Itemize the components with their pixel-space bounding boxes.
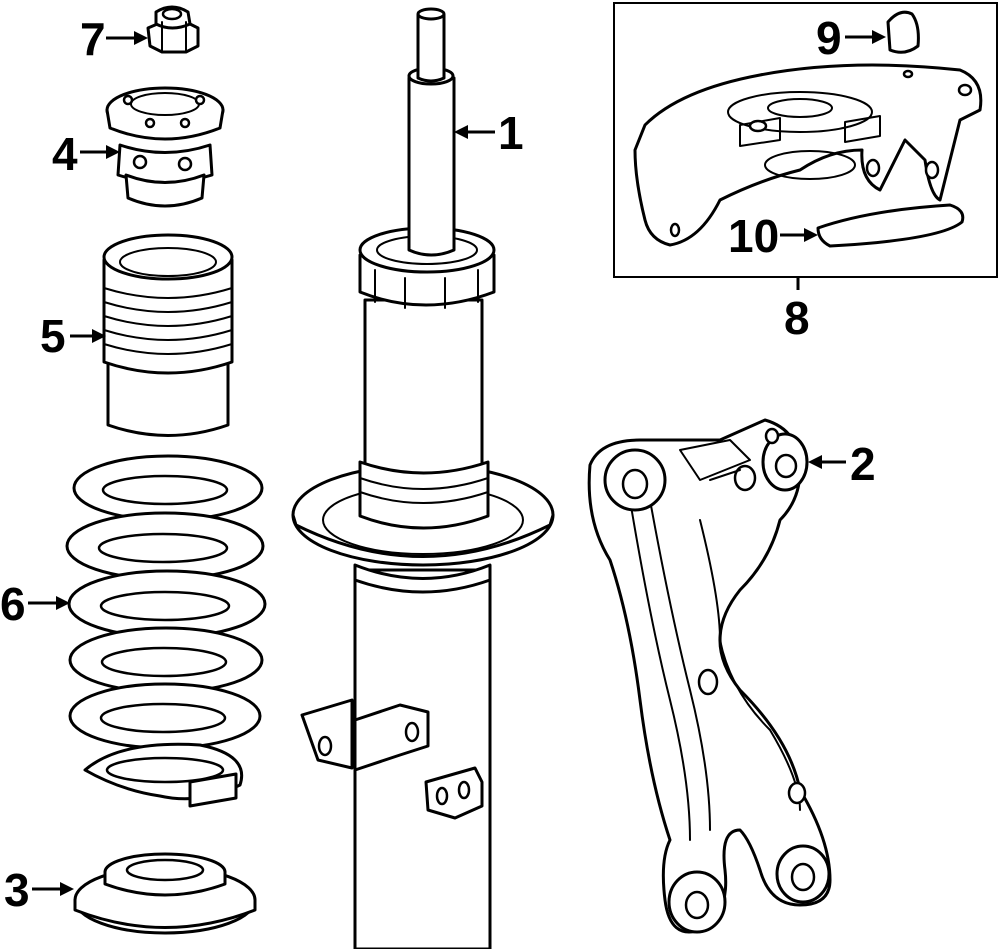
part-knuckle [587,418,832,934]
part-strut [291,7,555,949]
part-strut-mount [105,86,225,208]
part-coil-spring [65,454,267,808]
callout-9: 9 [816,12,842,64]
part-cap [886,10,920,54]
callout-2: 2 [850,438,876,490]
callout-7: 7 [80,13,106,65]
callout-6: 6 [0,578,26,630]
part-dust-boot [102,233,234,437]
callout-8: 8 [784,292,810,344]
callout-1: 1 [498,107,524,159]
part-nut [146,5,200,54]
callout-5: 5 [40,310,66,362]
leader-lines [28,30,886,896]
part-pad [816,203,965,248]
part-spring-seat [73,852,257,935]
callout-10: 10 [728,210,779,262]
callout-3: 3 [4,864,30,916]
callout-4: 4 [52,128,78,180]
